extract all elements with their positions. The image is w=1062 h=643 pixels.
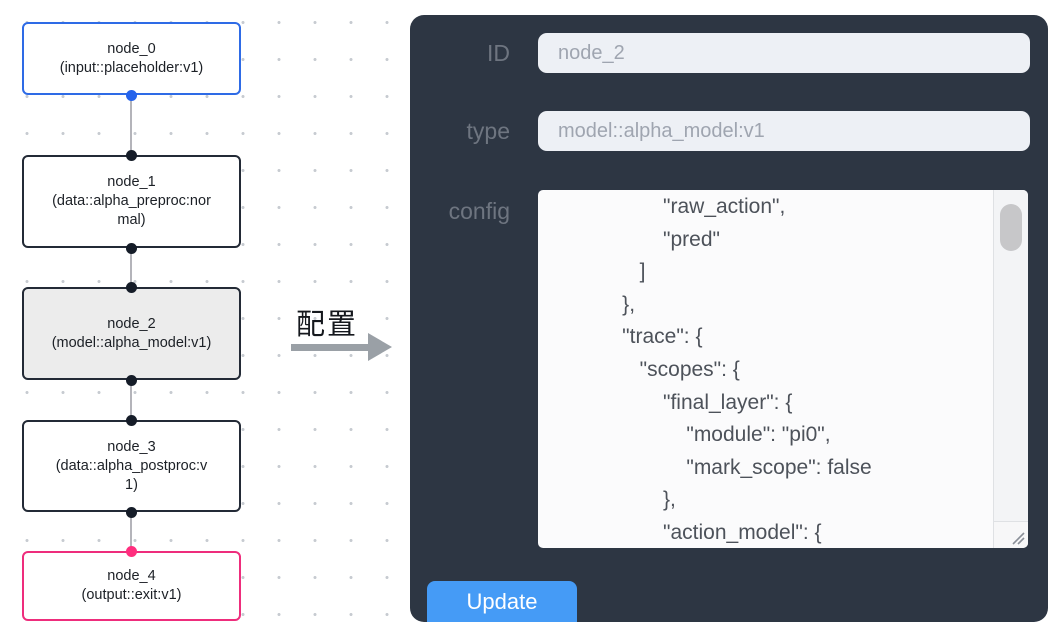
right-arrow-icon [368,333,392,361]
edge-node3-node4 [130,512,132,551]
node-subtitle: (model::alpha_model:v1) [51,334,212,351]
port-node3-out[interactable] [126,506,137,518]
config-line: "trace": { [558,325,703,349]
port-node1-out[interactable] [126,242,137,254]
config-line: }, [558,488,676,512]
config-line: "final_layer": { [558,390,793,414]
node-subtitle: (input::placeholder:v1) [59,59,204,76]
right-arrow-shaft [291,344,370,351]
edge-node1-node2 [130,248,132,287]
node-title: node_1 [107,174,156,190]
id-input[interactable]: node_2 [538,33,1030,73]
node-title: node_0 [107,40,156,57]
config-field-label: config [448,198,510,224]
configure-annotation-label: 配置 [296,309,359,341]
flow-node-node_4[interactable]: node_4 (output::exit:v1) [22,551,241,621]
config-json-textarea[interactable]: "raw_action", "pred" ] }, "trace": { "sc… [538,190,1028,548]
port-node2-in[interactable] [126,281,137,293]
port-node0-out[interactable] [126,89,137,101]
node-config-panel: ID node_2 type model::alpha_model:v1 con… [410,15,1048,622]
config-line: "raw_action", [558,195,786,218]
flow-node-node_2-selected[interactable]: node_2 (model::alpha_model:v1) [22,287,241,380]
config-line: "mark_scope": false [558,455,872,479]
node-title: node_2 [107,315,156,332]
id-field-label: ID [487,40,510,66]
config-line: "module": "pi0", [558,423,831,447]
edge-node2-node3 [130,380,132,420]
config-line: "scopes": { [558,357,740,381]
type-field-label: type [466,118,510,144]
textarea-scrollbar-thumb[interactable] [1000,204,1022,251]
port-node2-out[interactable] [126,374,137,386]
node-title: node_3 [107,438,156,455]
update-button[interactable]: Update [427,581,577,622]
config-line: "action_model": { [558,520,822,544]
config-json-content: "raw_action", "pred" ] }, "trace": { "sc… [538,191,992,548]
type-input[interactable]: model::alpha_model:v1 [538,111,1030,151]
flow-node-node_3[interactable]: node_3 (data::alpha_postproc:v1) [22,420,241,512]
node-subtitle: (data::alpha_preproc:normal) [52,193,211,228]
flow-node-node_0[interactable]: node_0 (input::placeholder:v1) [22,22,241,95]
edge-node0-node1 [130,95,132,155]
config-line: }, [558,292,636,316]
flow-node-node_1[interactable]: node_1 (data::alpha_preproc:normal) [22,155,241,248]
config-line: "pred" [558,227,720,251]
port-node3-in[interactable] [126,414,137,426]
port-node4-in[interactable] [126,545,137,557]
config-line: ] [558,260,646,284]
textarea-resize-handle[interactable] [993,521,1028,548]
resize-grip-icon [1012,532,1025,545]
node-title: node_4 [107,568,156,584]
node-subtitle: (data::alpha_postproc:v1) [55,457,208,493]
port-node1-in[interactable] [126,149,137,161]
node-subtitle: (output::exit:v1) [81,587,182,603]
textarea-scrollbar-track[interactable] [993,190,1028,521]
